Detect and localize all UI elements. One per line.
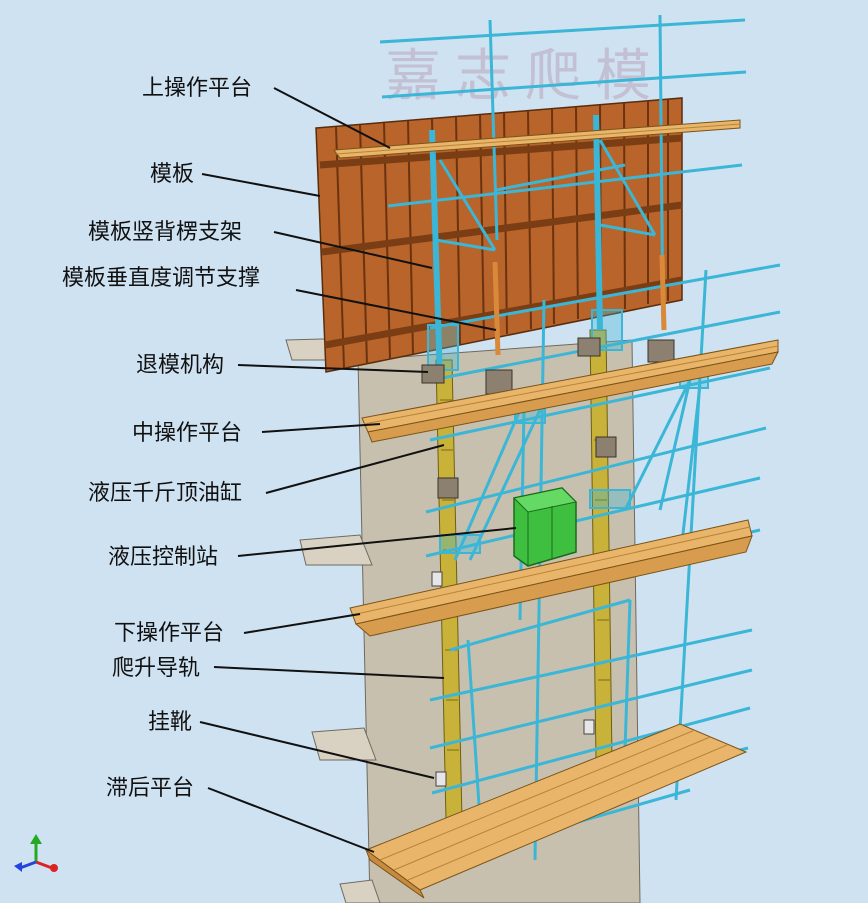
axis-triad-icon [14,834,58,872]
callout-labels: 上操作平台 模板 模板竖背楞支架 模板垂直度调节支撑 退模机构 中操作平台 液压… [62,76,260,801]
formwork-panel [315,97,683,373]
leader-line [201,173,321,197]
leader-line [273,231,433,269]
label-lower-platform: 下操作平台 [114,621,224,646]
leader-line [199,721,435,779]
trailing-platform-deck [364,723,748,899]
leader-lines [199,87,517,853]
label-demolding-mechanism: 退模机构 [136,353,224,378]
watermark-text: 嘉志爬模 [385,44,665,109]
leader-line [295,289,497,331]
leader-line [237,364,429,373]
label-verticality-adjust-brace: 模板垂直度调节支撑 [62,266,260,291]
leader-line [243,613,361,634]
leader-line [207,787,375,853]
lower-platform-deck [349,519,753,637]
label-hydraulic-jack-cylinder: 液压千斤顶油缸 [88,481,242,506]
leader-line [261,423,381,433]
label-middle-platform: 中操作平台 [132,421,242,446]
middle-platform-deck [361,339,779,443]
hanging-shoes [431,571,595,787]
adjust-braces [492,254,667,356]
demolding-mechanism-parts [421,337,675,499]
label-vertical-waler-bracket: 模板竖背楞支架 [88,220,242,245]
leader-line [273,87,391,149]
leader-line [213,666,445,679]
concrete-wall [285,337,641,903]
label-hanging-shoe: 挂靴 [148,710,192,735]
label-formwork: 模板 [150,162,194,187]
label-upper-platform: 上操作平台 [142,76,252,101]
leader-line [237,527,517,557]
leader-line [265,444,445,494]
upper-platform-deck [333,119,741,159]
hydraulic-control-station-box [512,487,578,567]
label-trailing-platform: 滞后平台 [106,776,194,801]
label-climbing-rail: 爬升导轨 [112,656,200,681]
label-hydraulic-control-station: 液压控制站 [108,545,218,570]
